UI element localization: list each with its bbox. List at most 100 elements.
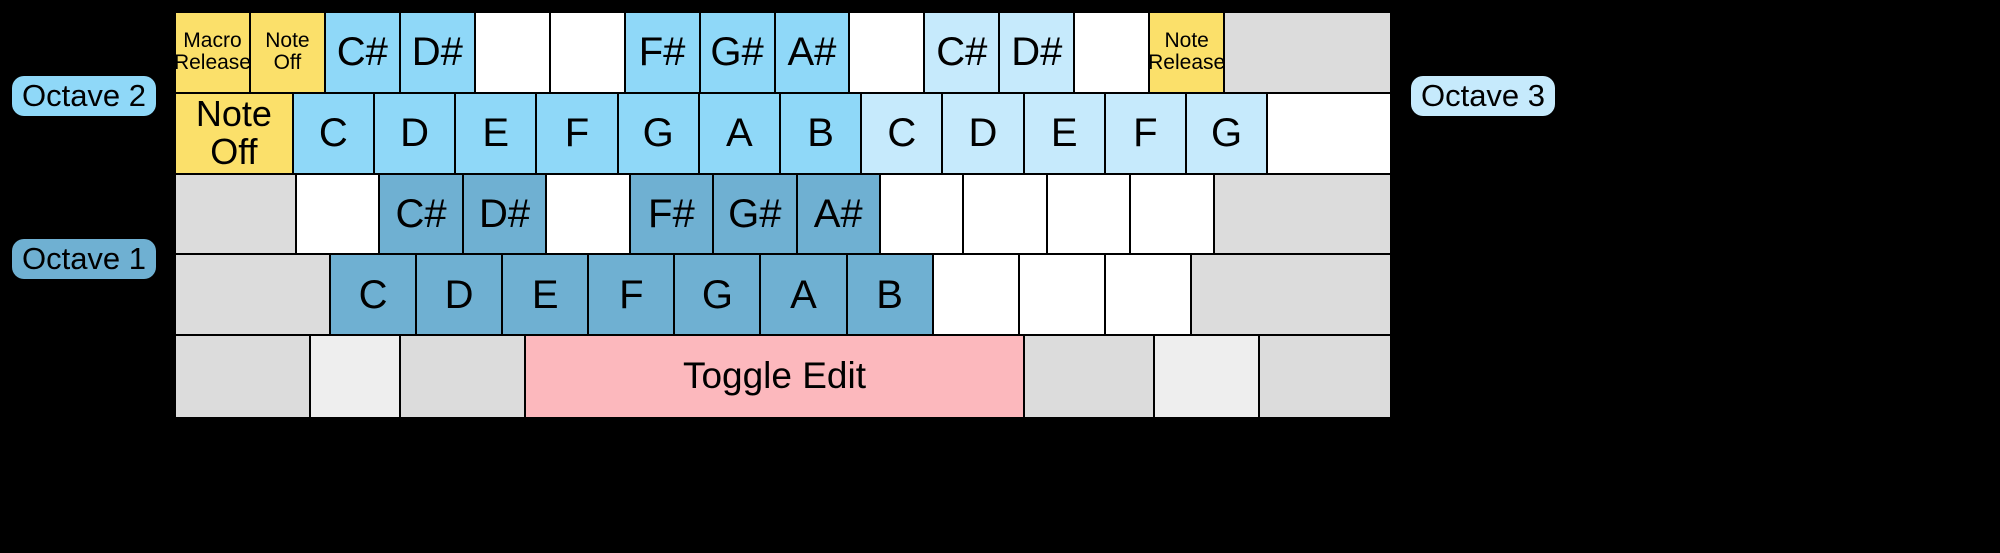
key-b[interactable]: B <box>847 255 934 337</box>
key-g-sharp[interactable]: G# <box>714 174 798 256</box>
key-d-sharp[interactable]: D# <box>400 13 476 94</box>
key-label: G# <box>710 30 764 75</box>
octave-1-badge: Octave 1 <box>12 239 156 279</box>
key-label: F <box>564 111 590 156</box>
key-f-sharp[interactable]: F# <box>630 174 715 256</box>
key-label: F# <box>648 191 695 236</box>
key-label: G# <box>728 191 782 236</box>
key-blank <box>1225 13 1390 94</box>
octave-1-sharps-row: C# D# F# G# A# <box>176 174 1390 256</box>
key-label: B <box>876 272 903 317</box>
key-blank <box>176 174 297 256</box>
key-blank <box>1075 13 1151 94</box>
key-c[interactable]: C <box>862 93 944 175</box>
key-blank <box>176 255 331 337</box>
key-label: C# <box>395 191 447 236</box>
key-blank <box>296 174 381 256</box>
key-blank <box>933 255 1020 337</box>
key-blank <box>400 336 526 417</box>
key-label: E <box>482 111 510 156</box>
key-d-sharp[interactable]: D# <box>1000 13 1076 94</box>
key-blank <box>964 174 1048 256</box>
key-label: G <box>1211 111 1243 156</box>
key-a[interactable]: A <box>699 93 781 175</box>
key-f[interactable]: F <box>589 255 676 337</box>
key-blank <box>1268 93 1390 175</box>
key-c[interactable]: C <box>293 93 375 175</box>
key-blank <box>850 13 926 94</box>
key-blank <box>547 174 631 256</box>
key-a-sharp[interactable]: A# <box>775 13 851 94</box>
key-blank <box>1191 255 1390 337</box>
key-d-sharp[interactable]: D# <box>463 174 548 256</box>
key-label: C# <box>336 30 388 75</box>
key-e[interactable]: E <box>503 255 590 337</box>
key-label: D# <box>1011 30 1063 75</box>
key-f[interactable]: F <box>1105 93 1187 175</box>
key-e[interactable]: E <box>1024 93 1106 175</box>
octave-3-badge: Octave 3 <box>1411 76 1555 116</box>
key-e[interactable]: E <box>456 93 538 175</box>
key-blank <box>1260 336 1390 417</box>
key-c[interactable]: C <box>330 255 418 337</box>
key-f-sharp[interactable]: F# <box>625 13 701 94</box>
key-g[interactable]: G <box>618 93 700 175</box>
key-g-sharp[interactable]: G# <box>700 13 776 94</box>
key-label: A# <box>787 30 837 75</box>
key-c-sharp[interactable]: C# <box>325 13 401 94</box>
key-blank <box>1105 255 1192 337</box>
key-label: C <box>318 111 348 156</box>
key-label: Toggle Edit <box>682 355 867 397</box>
key-label: D <box>968 111 998 156</box>
key-c-sharp[interactable]: C# <box>925 13 1001 94</box>
key-blank <box>1155 336 1261 417</box>
key-d[interactable]: D <box>374 93 457 175</box>
key-g[interactable]: G <box>1186 93 1269 175</box>
key-label: D# <box>478 191 531 236</box>
key-blank <box>1047 174 1132 256</box>
key-blank <box>1019 255 1106 337</box>
key-g[interactable]: G <box>675 255 762 337</box>
key-label: F <box>1133 111 1158 156</box>
key-label: D <box>444 272 474 317</box>
key-f[interactable]: F <box>537 93 619 175</box>
key-blank <box>310 336 401 417</box>
key-label: C <box>358 272 388 317</box>
key-label: D <box>400 111 429 156</box>
key-d[interactable]: D <box>943 93 1025 175</box>
key-label: A <box>726 111 753 156</box>
key-blank <box>1025 336 1156 417</box>
key-label: E <box>1050 111 1078 156</box>
key-toggle-edit[interactable]: Toggle Edit <box>525 336 1026 417</box>
key-blank <box>550 13 626 94</box>
key-blank <box>1131 174 1215 256</box>
key-b[interactable]: B <box>780 93 863 175</box>
key-a[interactable]: A <box>761 255 848 337</box>
key-d[interactable]: D <box>417 255 504 337</box>
key-label: A# <box>813 191 863 236</box>
key-label: C <box>887 111 917 156</box>
key-label: B <box>807 111 834 156</box>
key-label: G <box>701 272 733 317</box>
key-label: G <box>642 111 674 156</box>
key-label: C# <box>936 30 988 75</box>
key-label: D# <box>411 30 463 75</box>
key-label: E <box>531 272 559 317</box>
key-a-sharp[interactable]: A# <box>797 174 881 256</box>
bottom-row: Toggle Edit <box>176 336 1390 417</box>
key-label: A <box>790 272 817 317</box>
octave-2-badge: Octave 2 <box>12 76 156 116</box>
key-blank <box>176 336 311 417</box>
key-c-sharp[interactable]: C# <box>380 174 464 256</box>
